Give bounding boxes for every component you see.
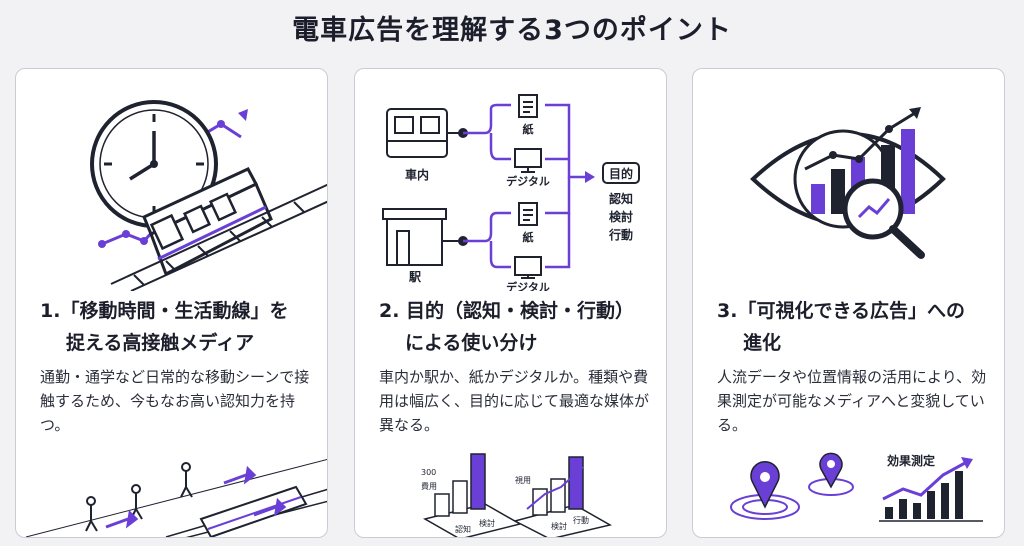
goal-badge — [602, 162, 640, 184]
card-heading-line2: 捉える高接触メディア — [66, 332, 255, 354]
point-card-1: 1.「移動時間・生活動線」を 捉える高接触メディア 通勤・通学など日常的な移動シ… — [15, 68, 328, 538]
goal-action: 行動 — [608, 227, 633, 242]
chart1-label-1: 認知 — [455, 524, 471, 534]
train-interior-icon — [386, 108, 448, 158]
card-heading-line2: による使い分け — [405, 332, 538, 354]
chart1-label-2: 検討 — [479, 518, 495, 528]
card-body: 通勤・通学など日常的な移動シーンで接触するため、今もなお高い認知力を持つ。 — [40, 368, 310, 434]
card-body: 人流データや位置情報の活用により、効果測定が可能なメディアへと変貌している。 — [717, 368, 987, 434]
chart1-tick: 300 — [421, 468, 436, 477]
card-body: 車内か駅か、紙かデジタルか。種類や費用は幅広く、目的に応じて最適な媒体が異なる。 — [379, 368, 650, 434]
card-heading-line1: 2. 目的（認知・検討・行動） — [379, 300, 635, 322]
goal-label: 目的 — [609, 166, 633, 181]
chart1-axis: 費用 — [421, 481, 437, 491]
point-card-3: 3.「可視化できる広告」への 進化 人流データや位置情報の活用により、効果測定が… — [692, 68, 1005, 538]
commute-illustration — [90, 100, 327, 291]
chart2-label-1: 検討 — [551, 521, 567, 531]
station-icon — [382, 208, 447, 266]
cost-charts-icon: 300 費用 認知 検討 視用 検討 行動 — [421, 453, 613, 537]
location-pin-icon — [730, 452, 854, 520]
chart2-label-2: 行動 — [573, 515, 589, 525]
paper-icon — [518, 94, 538, 226]
card-heading-line1: 3.「可視化できる広告」への — [717, 300, 966, 322]
commuters-icon — [25, 458, 327, 537]
station-label: 駅 — [408, 270, 422, 284]
card-heading-line2: 進化 — [743, 332, 782, 354]
point-card-2: 車内 駅 — [354, 68, 667, 538]
magnifier-icon — [842, 178, 925, 259]
effect-chart: 効果測定 — [873, 451, 985, 522]
media-flow-diagram: 車内 駅 — [382, 94, 640, 291]
card-heading: 3.「可視化できる広告」への 進化 — [717, 295, 992, 359]
paper-label: 紙 — [523, 230, 534, 244]
goal-consideration: 検討 — [609, 209, 633, 224]
digital-label: デジタル — [506, 280, 550, 291]
card-heading: 1.「移動時間・生活動線」を 捉える高接触メディア — [40, 295, 315, 359]
rail-track — [110, 183, 327, 291]
page-title: 電車広告を理解する3つのポイント — [292, 15, 732, 46]
visualization-illustration — [750, 107, 946, 259]
chart2-axis: 視用 — [515, 476, 531, 485]
goal-awareness: 認知 — [609, 191, 633, 206]
in-train-label: 車内 — [405, 167, 429, 182]
card-heading-line1: 1.「移動時間・生活動線」を — [40, 300, 289, 322]
paper-label: 紙 — [523, 122, 534, 136]
location-effect-icon: 効果測定 — [730, 451, 985, 522]
effect-label: 効果測定 — [887, 453, 935, 468]
digital-label: デジタル — [506, 174, 550, 188]
monitor-icon — [514, 148, 542, 279]
card-heading: 2. 目的（認知・検討・行動） による使い分け — [379, 295, 654, 359]
